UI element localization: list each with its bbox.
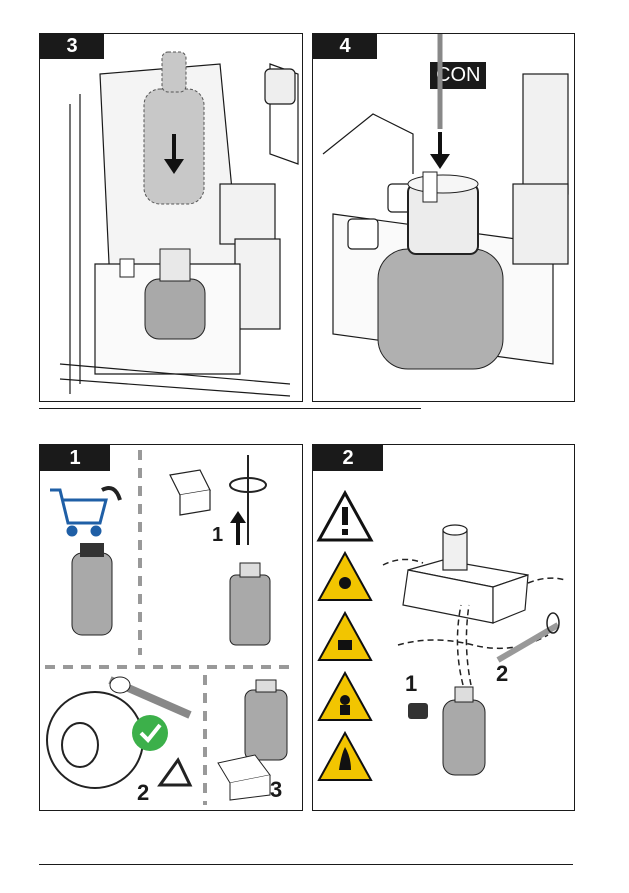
tube-icon (498, 613, 559, 660)
reagent-bottle-icon (72, 543, 112, 635)
step-4-panel: 4 CON (312, 33, 575, 402)
check-icon (132, 715, 168, 751)
cap-icon (408, 703, 428, 719)
section-divider (39, 408, 421, 409)
triangle-cut-icon (160, 760, 190, 785)
safety-illustration: 1 2 (313, 445, 574, 810)
shopping-cart-icon (50, 488, 120, 535)
warning-icon (319, 493, 371, 540)
preparation-illustration: 1 2 3 (40, 445, 302, 810)
flammable-hazard-icon (319, 733, 371, 780)
sub-step-1: 1 (212, 524, 223, 546)
arrow-down-icon (430, 132, 450, 169)
sub-step-2: 2 (496, 661, 508, 686)
footer-divider (39, 864, 573, 865)
corrosive-hazard-icon (319, 613, 371, 660)
open-box-icon (170, 470, 210, 515)
step-2-panel: 2 (312, 444, 575, 811)
sub-step-3: 3 (270, 777, 282, 802)
sub-step-2: 2 (137, 780, 149, 805)
concentrate-bottle-illustration (313, 34, 574, 401)
toxic-hazard-icon (319, 553, 371, 600)
health-hazard-icon (319, 673, 371, 720)
zoom-circle-icon (47, 692, 143, 788)
analyzer-bottle-insert-illustration (40, 34, 302, 401)
step-3-panel: 3 (39, 33, 303, 402)
enclosure-icon (403, 525, 528, 623)
square-bottle-icon (230, 563, 270, 645)
step-1-panel: 1 1 (39, 444, 303, 811)
small-bottle-icon (443, 687, 485, 775)
sub-step-1: 1 (405, 671, 417, 696)
arrow-up-icon (230, 511, 246, 545)
rotate-cap-icon (230, 455, 266, 545)
